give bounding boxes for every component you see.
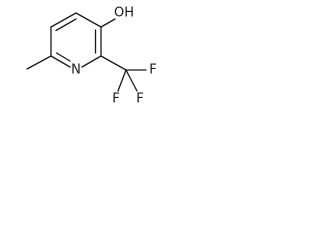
ring-nitrogen-label: N <box>71 63 81 78</box>
fluorine-lower-right-label: F <box>136 92 143 107</box>
fluorine-right-label: F <box>149 63 156 78</box>
bond-c6-n <box>50 55 71 68</box>
fluorine-lower-left-label: F <box>112 92 119 107</box>
chemical-structure: OH N F F F <box>26 6 157 107</box>
substituents <box>26 18 147 92</box>
bond-c3-c4 <box>75 12 102 28</box>
bond-c2-cf3 <box>100 55 127 71</box>
bond-c6-n-inner <box>55 52 71 62</box>
bond-c4-c5 <box>50 12 77 28</box>
bond-n-c2 <box>81 55 102 68</box>
bond-cf3-f-lower-left <box>117 69 127 92</box>
bond-methyl <box>26 55 52 70</box>
bond-c3-o <box>100 18 116 28</box>
hydroxyl-label: OH <box>114 6 134 21</box>
bond-c4-c5-inner <box>55 18 77 32</box>
bond-cf3-f-lower-right <box>125 69 138 92</box>
atom-labels: OH N F F F <box>71 6 157 107</box>
pyridine-ring <box>50 12 102 68</box>
